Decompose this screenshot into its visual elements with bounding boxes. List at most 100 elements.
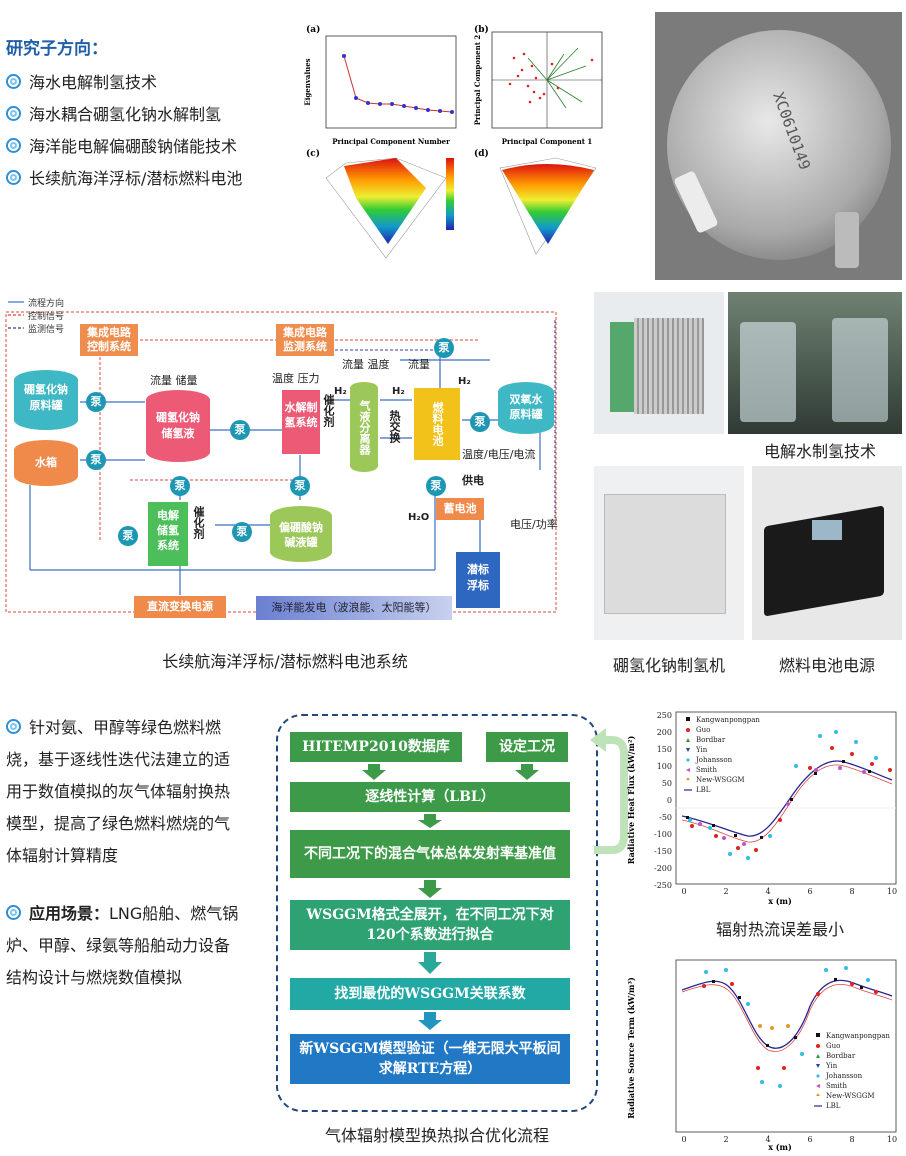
pump: 泵 (230, 420, 250, 440)
device-photo: XC0610149 (655, 12, 902, 280)
svg-text:-250: -250 (654, 881, 672, 890)
control-system-box: 集成电路 控制系统 (80, 324, 138, 356)
panel-a-label: (a) (306, 24, 320, 35)
flowchart-caption: 气体辐射模型换热拟合优化流程 (324, 1126, 549, 1145)
label-h2o: H₂O (408, 512, 430, 523)
bullet-icon (6, 138, 21, 153)
label-voltage-power: 电压/功率 (510, 518, 558, 531)
panel-b-xlabel: Principal Component 1 (502, 137, 593, 146)
monitor-system-box: 集成电路 监测系统 (276, 324, 334, 356)
catalyst-label-2: 催化剂 (192, 506, 205, 539)
pump: 泵 (426, 476, 446, 496)
fuelcell-caption: 燃料电池电源 (778, 656, 875, 675)
battery-box: 蓄电池 (436, 498, 484, 520)
heat-flux-caption: 辐射热流误差最小 (715, 920, 844, 939)
panel-b-ylabel: Principal Component 2 (473, 35, 482, 126)
research-item: 海水电解制氢技术 (6, 67, 296, 99)
svg-text:250: 250 (657, 711, 672, 720)
buoy-box: 潜标 浮标 (456, 552, 500, 608)
water-tank: 水箱 (14, 440, 78, 486)
heat-flux-chart: 250 200 150 100 50 0 -50 -100 -150 -200 … (620, 708, 902, 906)
gas-liquid-separator: 气液分离器 (350, 382, 378, 472)
flow-box-validation: 新WSGGM模型验证（一维无限大平板间求解RTE方程） (290, 1034, 570, 1084)
fuelcell-photo (752, 466, 902, 640)
chart2-ylabel: Radiative Source Term (kW/m³) (626, 977, 636, 1119)
bullet-icon (6, 106, 21, 121)
feedback-arrow (590, 728, 628, 854)
pump: 泵 (470, 412, 490, 432)
label-temp-v-i: 温度/电压/电流 (462, 448, 536, 461)
svg-text:100: 100 (657, 762, 672, 771)
svg-text:Yin: Yin (695, 746, 708, 754)
electrolysis-caption: 电解水制氢技术 (763, 442, 876, 461)
panel-b-label: (b) (474, 24, 489, 35)
svg-text:Johansson: Johansson (825, 1072, 863, 1080)
svg-text:Guo: Guo (826, 1042, 840, 1050)
wsggm-flowchart: HITEMP2010数据库 设定工况 逐线性计算（LBL） 不同工况下的混合气体… (276, 714, 598, 1112)
label-supply: 供电 (462, 474, 484, 487)
generator-photo (594, 466, 744, 640)
svg-text:200: 200 (657, 728, 672, 737)
svg-text:Yin: Yin (825, 1062, 838, 1070)
svg-text:2: 2 (723, 887, 728, 896)
label-flow-level: 流量 储量 (150, 374, 198, 387)
svg-text:New-WSGGM: New-WSGGM (826, 1092, 875, 1100)
research-item: 长续航海洋浮标/潜标燃料电池 (6, 163, 296, 195)
beaker-photo (728, 292, 902, 434)
svg-text:8: 8 (849, 1135, 854, 1144)
dc-power-box: 直流变换电源 (134, 596, 226, 618)
pca-figure: (a) Eigenvalues Principal Component Numb… (303, 24, 603, 259)
svg-text:0: 0 (681, 1135, 686, 1144)
research-item: 海洋能电解偏硼酸钠储能技术 (6, 131, 296, 163)
flow-box-conditions: 设定工况 (486, 732, 568, 762)
stack-photo (594, 292, 724, 434)
h2o2-tank: 双氧水 原料罐 (498, 382, 554, 434)
pump: 泵 (86, 392, 106, 412)
gas-section-text: 针对氨、甲醇等绿色燃料燃烧，基于逐线性迭代法建立的适用于数值模拟的灰气体辐射换热… (6, 712, 242, 994)
svg-text:Bordbar: Bordbar (826, 1052, 856, 1060)
label-h2-a: H₂ (334, 386, 347, 397)
flow-box-optimal: 找到最优的WSGGM关联系数 (290, 978, 570, 1010)
label-h2-b: H₂ (392, 386, 405, 397)
pump: 泵 (86, 450, 106, 470)
flow-box-fit: WSGGM格式全展开，在不同工况下对120个系数进行拟合 (290, 900, 570, 950)
flow-box-emissivity: 不同工况下的混合气体总体发射率基准值 (290, 830, 570, 878)
svg-text:LBL: LBL (826, 1102, 841, 1110)
panel-c-label: (c) (306, 148, 320, 159)
electrolysis-system: 电解 储氢 系统 (148, 502, 188, 566)
borate-tank: 偏硼酸钠 碱液罐 (270, 506, 332, 562)
svg-text:10: 10 (887, 887, 897, 896)
pump: 泵 (170, 476, 190, 496)
panel-a-ylabel: Eigenvalues (303, 58, 312, 105)
bullet-icon (6, 74, 21, 89)
svg-text:Kangwanpongpan: Kangwanpongpan (826, 1032, 890, 1040)
system-caption: 长续航海洋浮标/潜标燃料电池系统 (162, 652, 408, 671)
source-term-chart: 0 2 4 6 8 10 x (m) Radiative Source Term… (620, 956, 902, 1152)
pump: 泵 (232, 522, 252, 542)
gas-paragraph-2: 应用场景：LNG船舶、燃气锅炉、甲醇、绿氨等船舶动力设备结构设计与燃烧数值模拟 (6, 904, 239, 987)
panel-a-xlabel: Principal Component Number (332, 137, 450, 146)
bullet-icon (6, 719, 21, 734)
svg-text:-150: -150 (654, 847, 672, 856)
label-flow-temp: 流量 温度 (342, 358, 390, 371)
svg-text:-100: -100 (654, 830, 672, 839)
svg-text:LBL: LBL (696, 786, 711, 794)
flow-box-lbl: 逐线性计算（LBL） (290, 782, 570, 812)
svg-text:Bordbar: Bordbar (696, 736, 726, 744)
label-flow: 流量 (408, 358, 430, 371)
pump: 泵 (434, 338, 454, 358)
chart2-xlabel: x (m) (768, 1142, 792, 1152)
svg-text:8: 8 (849, 887, 854, 896)
svg-text:50: 50 (662, 779, 672, 788)
svg-text:Smith: Smith (696, 766, 717, 774)
gas-paragraph-1: 针对氨、甲醇等绿色燃料燃烧，基于逐线性迭代法建立的适用于数值模拟的灰气体辐射换热… (6, 718, 231, 865)
svg-text:10: 10 (887, 1135, 897, 1144)
svg-text:0: 0 (667, 796, 672, 805)
catalyst-label-1: 催化剂 (322, 394, 335, 427)
chart1-xlabel: x (m) (768, 896, 792, 906)
chart1-ylabel: Radiative Heat Flux (kW/m²) (626, 736, 636, 865)
hydrolysis-system: 水解制 氢系统 (282, 390, 320, 454)
system-diagram: 流程方向 控制信号 监测信号 集成电路 控制系统 集成电路 监测系统 硼氢化钠 … (0, 290, 590, 675)
flow-box-database: HITEMP2010数据库 (290, 732, 462, 762)
storage-tank: 硼氢化钠 储氢液 (146, 390, 210, 462)
